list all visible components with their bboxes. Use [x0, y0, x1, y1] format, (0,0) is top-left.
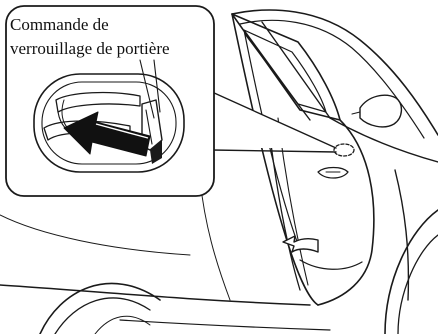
callout-label-line2: verrouillage de portière: [10, 39, 170, 58]
door-handle: [318, 168, 348, 179]
open-front-door: [232, 14, 401, 305]
callout-box: Commande de verrouillage de portière: [6, 6, 214, 196]
door-open-arrow-icon: [283, 236, 318, 252]
lock-location-marker: [334, 144, 354, 156]
callout-label-line1: Commande de: [10, 15, 109, 34]
